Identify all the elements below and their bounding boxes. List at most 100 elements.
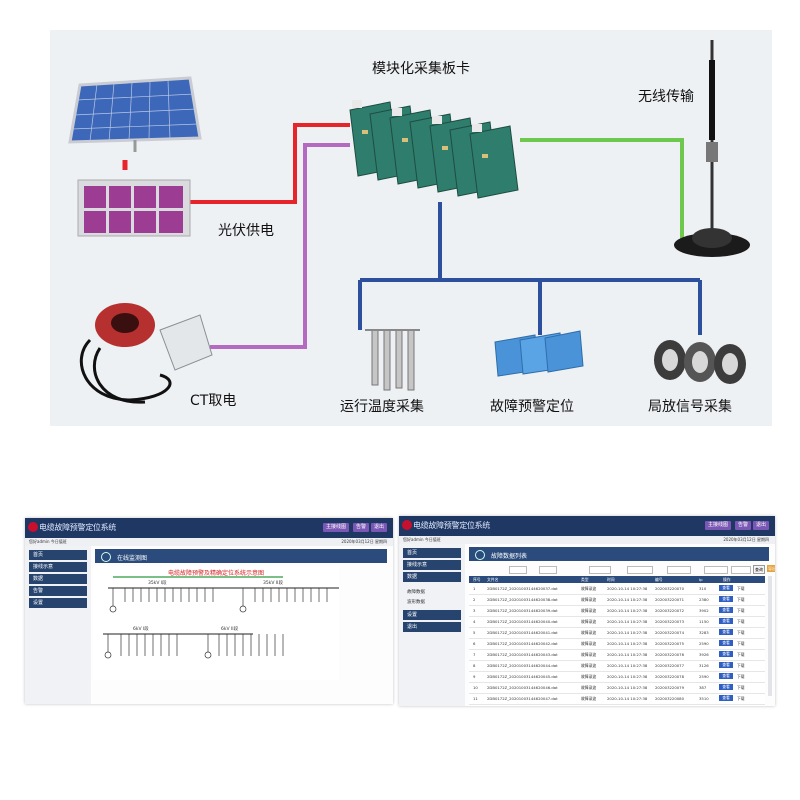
export-button[interactable]: 导出 [767, 565, 775, 572]
query-button[interactable]: 查询 [753, 565, 765, 574]
ct-unit-icon [79, 303, 213, 404]
view-button[interactable]: 查看 [719, 651, 733, 657]
logo-icon [28, 522, 38, 532]
cell-type: 故障录波 [581, 608, 597, 613]
page-header: 故障数据列表 [469, 547, 769, 561]
wiring-button[interactable]: 主接线图 [322, 523, 349, 532]
canvas-title: 电缆故障预警及精确定位系统示意图 [167, 570, 264, 577]
view-button[interactable]: 查看 [719, 662, 733, 668]
view-button[interactable]: 查看 [719, 596, 733, 602]
alarm-button[interactable]: 告警 [352, 523, 369, 532]
filter-input[interactable] [509, 566, 527, 574]
download-link[interactable]: 下载 [737, 619, 745, 624]
filter-input[interactable] [627, 566, 653, 574]
cell-time: 2020-10-14 10:27:38 [607, 685, 648, 690]
menu-wiring[interactable]: 接线示意 [29, 562, 87, 572]
submenu-wave-data[interactable]: 波形数据 [407, 600, 425, 605]
filter-select[interactable] [667, 566, 691, 574]
cell-no: 2 [473, 597, 476, 602]
boards-label: 模块化采集板卡 [372, 61, 470, 77]
cell-type: 故障录波 [581, 630, 597, 635]
table-header: 序号 文件名 类型 时间 编号 Ip 操作 [469, 576, 765, 583]
download-link[interactable]: 下载 [737, 586, 745, 591]
cell-time: 2020-10-14 10:27:38 [607, 663, 648, 668]
alarm-button[interactable]: 告警 [734, 521, 751, 530]
view-button[interactable]: 查看 [719, 629, 733, 635]
left-screenshot: 电缆故障预警定位系统 主接线图 告警 退出 您好admin 今日值班 2020年… [25, 518, 393, 704]
view-button[interactable]: 查看 [719, 684, 733, 690]
view-button[interactable]: 查看 [719, 695, 733, 701]
view-button[interactable]: 查看 [719, 618, 733, 624]
cell-code: 202003220073 [655, 619, 684, 624]
filter-bar: 查询 导出 [469, 564, 775, 574]
view-button[interactable]: 查看 [719, 585, 733, 591]
download-link[interactable]: 下载 [737, 608, 745, 613]
cell-file: 2DB0172Z_20201003144620044.dat [487, 663, 558, 668]
view-button[interactable]: 查看 [719, 673, 733, 679]
download-link[interactable]: 下载 [737, 630, 745, 635]
menu-settings[interactable]: 设置 [29, 598, 87, 608]
cell-code: 202003220077 [655, 663, 684, 668]
cell-no: 7 [473, 652, 476, 657]
ct-power-line [210, 143, 350, 349]
user-greeting: 您好admin 今日值班 [403, 537, 441, 542]
cell-val: 3283 [699, 630, 709, 635]
submenu-fault-data[interactable]: 故障数据 [407, 590, 425, 595]
temperature-label: 运行温度采集 [340, 399, 424, 415]
filter-select[interactable] [704, 566, 728, 574]
menu-settings[interactable]: 设置 [403, 610, 461, 620]
cell-type: 故障录波 [581, 674, 597, 679]
download-link[interactable]: 下载 [737, 674, 745, 679]
cell-file: 2DB0172Z_20201003144620045.dat [487, 674, 558, 679]
cell-code: 202003220079 [655, 685, 684, 690]
download-link[interactable]: 下载 [737, 597, 745, 602]
cell-type: 故障录波 [581, 652, 597, 657]
menu-data[interactable]: 数据 [29, 574, 87, 584]
diagram-svg [68, 40, 750, 404]
download-link[interactable]: 下载 [737, 663, 745, 668]
cell-type: 故障录波 [581, 696, 597, 701]
wireless-label: 无线传输 [638, 89, 694, 105]
view-button[interactable]: 查看 [719, 607, 733, 613]
scrollbar[interactable] [768, 576, 772, 696]
solar-panel-icon [68, 76, 202, 152]
download-link[interactable]: 下载 [737, 696, 745, 701]
menu-alarm[interactable]: 告警 [29, 586, 87, 596]
col-header: 时间 [607, 577, 615, 582]
filter-input[interactable] [539, 566, 557, 574]
cell-type: 故障录波 [581, 641, 597, 646]
cell-file: 2DB0172Z_20201003144620042.dat [487, 641, 558, 646]
download-link[interactable]: 下载 [737, 652, 745, 657]
menu-data[interactable]: 数据 [403, 572, 461, 582]
cell-val: 2590 [699, 674, 709, 679]
cell-type: 故障录波 [581, 586, 597, 591]
cell-time: 2020-10-14 10:27:38 [607, 586, 648, 591]
menu-wiring[interactable]: 接线示意 [403, 560, 461, 570]
cell-code: 202003220076 [655, 652, 684, 657]
menu-home[interactable]: 首页 [29, 550, 87, 560]
cell-val: 2590 [699, 641, 709, 646]
filter-select[interactable] [731, 566, 751, 574]
cell-type: 故障录波 [581, 685, 597, 690]
info-bar: 您好admin 今日值班 2020年03月12日 星期四 [25, 538, 393, 546]
cell-file: 2DB0172Z_20201003144620037.dat [487, 586, 558, 591]
wiring-button[interactable]: 主接线图 [704, 521, 731, 530]
cell-type: 故障录波 [581, 619, 597, 624]
wireless-line [520, 138, 684, 245]
filter-input[interactable] [589, 566, 611, 574]
menu-exit[interactable]: 退出 [403, 622, 461, 632]
logout-button[interactable]: 退出 [752, 521, 769, 530]
download-link[interactable]: 下载 [737, 685, 745, 690]
download-link[interactable]: 下载 [737, 641, 745, 646]
view-button[interactable]: 查看 [719, 640, 733, 646]
logout-button[interactable]: 退出 [370, 523, 387, 532]
antenna-icon [674, 40, 750, 257]
menu-home[interactable]: 首页 [403, 548, 461, 558]
